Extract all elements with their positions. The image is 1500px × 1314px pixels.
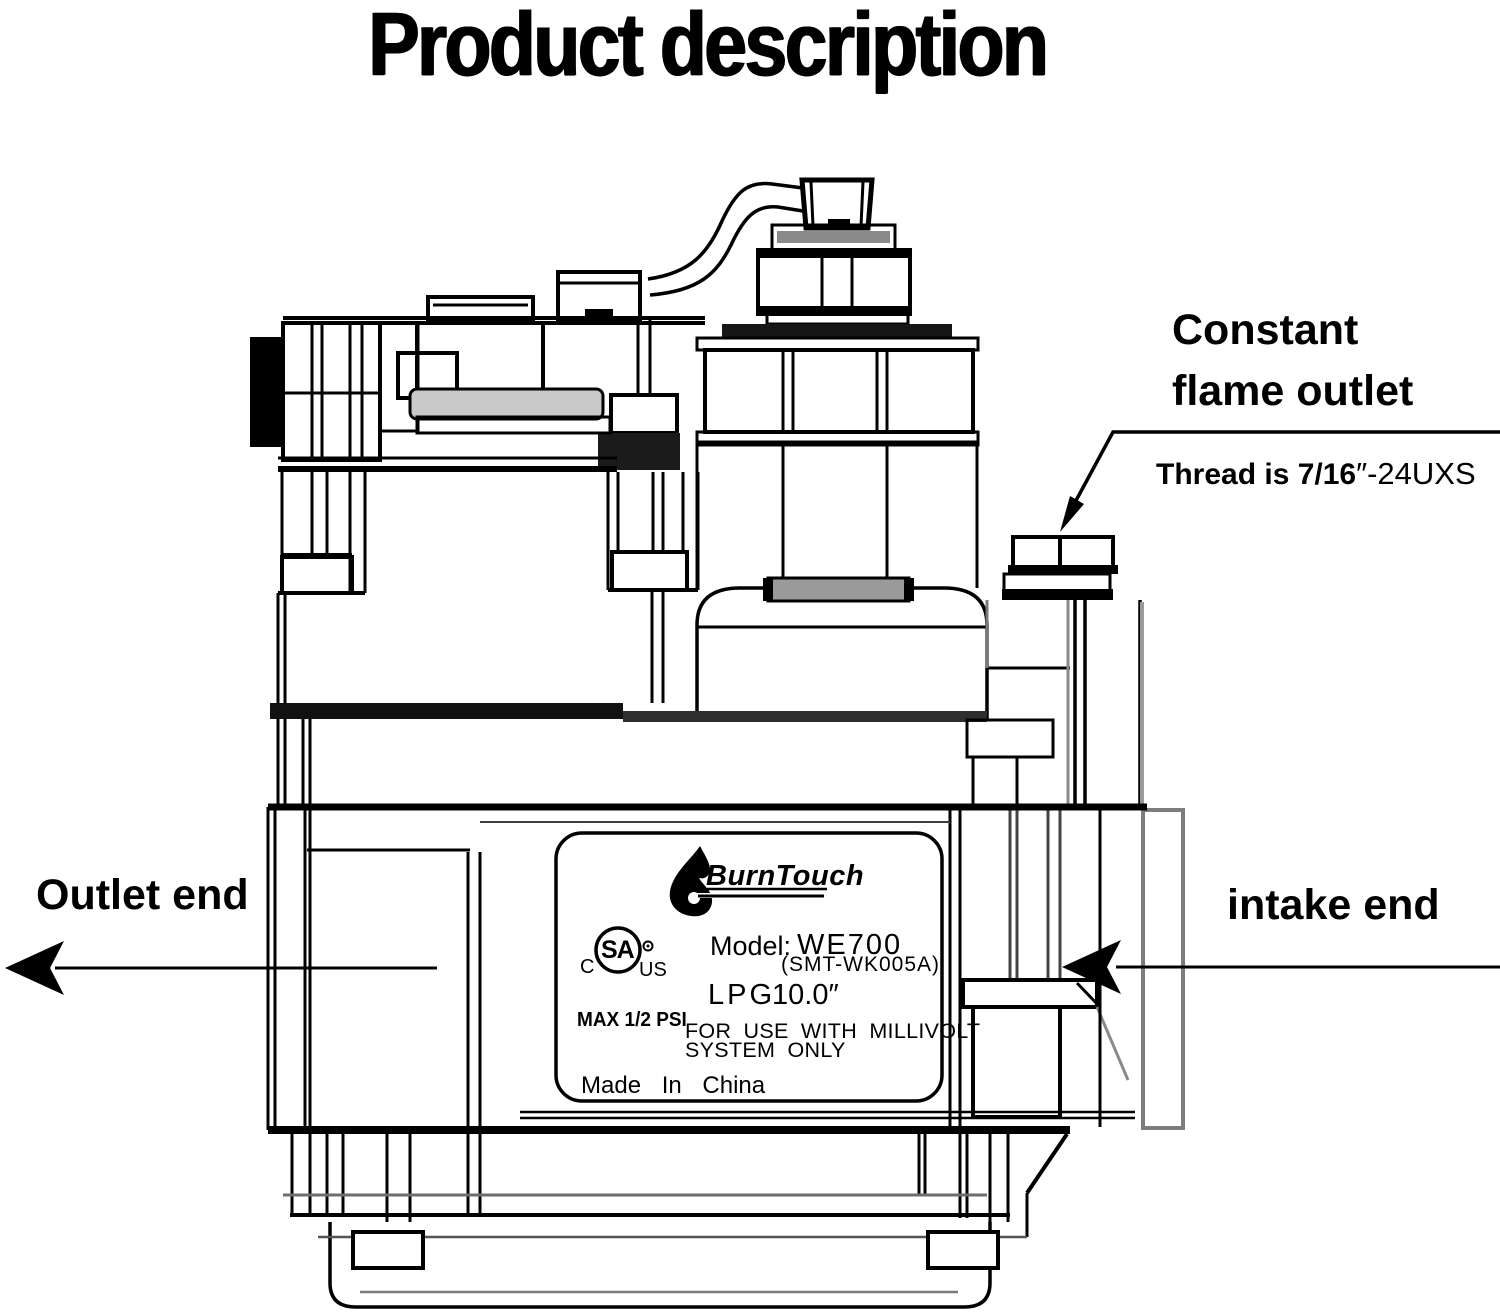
gas-pressure-value: 10.0″ [772, 979, 839, 1011]
csa-mark-icon [594, 926, 642, 974]
csa-us-label: US [639, 959, 667, 981]
model-code: (SMT-WK005A) [781, 953, 941, 976]
model-label: Model: [710, 931, 792, 961]
model-value: WE700 [797, 929, 903, 961]
base [283, 1133, 1027, 1309]
origin-label: Made In China [581, 1072, 766, 1099]
thread-spec: Thread is 7/16″-24UXS [1156, 456, 1476, 492]
constant-flame-outlet-fitting [1002, 535, 1144, 808]
intake-flange-and-port [961, 808, 1185, 1130]
lower-body [266, 803, 1147, 1237]
pilot-fitting-stack [695, 223, 980, 352]
constant-flame-outlet-label: Constant flame outlet [1172, 300, 1413, 422]
outlet-end-label: Outlet end [36, 871, 249, 919]
csa-monogram: SA [601, 936, 635, 964]
constant-flame-line1: Constant [1172, 306, 1359, 354]
csa-c-label: C [580, 956, 595, 978]
thread-spec-regular: ″-24UXS [1356, 456, 1476, 491]
max-pressure-label: MAX 1/2 PSI [577, 1009, 687, 1031]
page-title: Product description [368, 0, 1049, 95]
gas-type-label: LPG [708, 979, 776, 1011]
usage-line-1: FOR USE WITH MILLIVOLT [685, 1019, 981, 1043]
top-connector-and-wires [556, 177, 875, 470]
intake-arrow [1062, 940, 1500, 994]
constant-flame-line2: flame outlet [1172, 367, 1414, 416]
intake-end-label: intake end [1227, 881, 1440, 929]
outlet-arrow [5, 941, 437, 995]
csa-registered-icon [642, 940, 654, 952]
waist-and-dome [270, 472, 1070, 809]
usage-line-2: SYSTEM ONLY [685, 1038, 846, 1062]
callout-leader-arrow [1060, 430, 1500, 532]
brand-name: BurnTouch [706, 860, 865, 892]
upper-body [250, 295, 980, 588]
thread-spec-bold: Thread is 7/16 [1156, 458, 1357, 491]
label-plate [554, 831, 944, 1103]
